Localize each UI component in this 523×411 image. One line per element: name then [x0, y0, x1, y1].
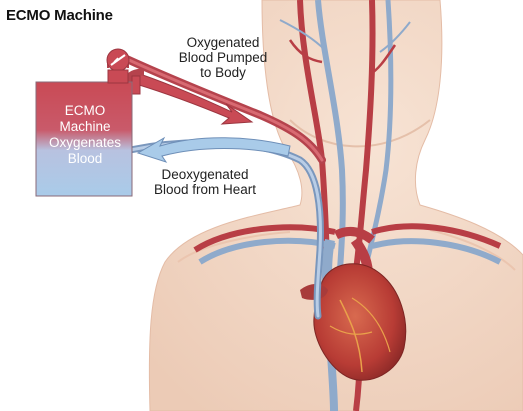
- page-title: ECMO Machine: [6, 7, 113, 24]
- deoxygenated-flow-arrow: [138, 138, 290, 162]
- oxygenated-flow-arrow: [136, 74, 252, 124]
- callout-line: Blood from Heart: [146, 182, 264, 197]
- machine-label-line: Blood: [40, 151, 130, 167]
- oxygenated-callout: Oxygenated Blood Pumped to Body: [168, 35, 278, 80]
- callout-line: Oxygenated: [168, 35, 278, 50]
- callout-line: Blood Pumped: [168, 50, 278, 65]
- machine-label: ECMO Machine Oxygenates Blood: [40, 103, 130, 167]
- machine-label-line: Machine: [40, 119, 130, 135]
- machine-label-line: Oxygenates: [40, 135, 130, 151]
- machine-label-line: ECMO: [40, 103, 130, 119]
- callout-line: Deoxygenated: [146, 167, 264, 182]
- callout-line: to Body: [168, 65, 278, 80]
- deoxygenated-callout: Deoxygenated Blood from Heart: [146, 167, 264, 197]
